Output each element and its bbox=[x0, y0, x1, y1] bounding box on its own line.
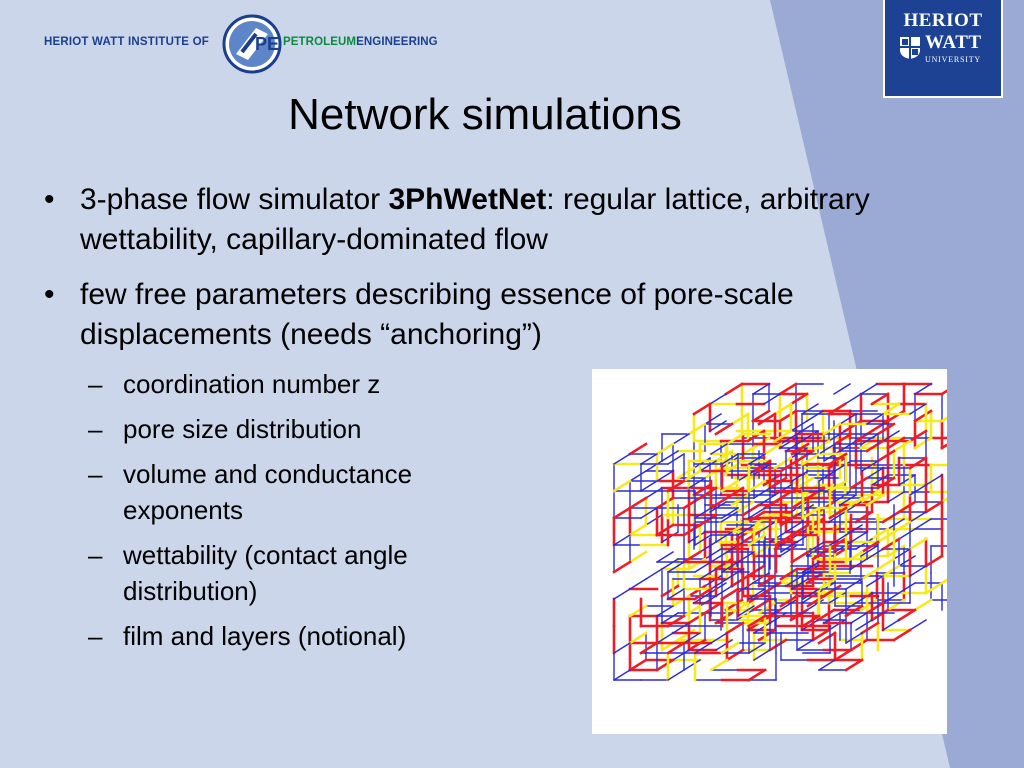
bullet-item: • few free parameters describing essence… bbox=[44, 275, 979, 355]
institute-name-right: PETROLEUMENGINEERING bbox=[283, 36, 438, 48]
institute-logo: HERIOT WATT INSTITUTE OF PE PETROLEUMENG… bbox=[40, 14, 460, 74]
emblem-letters: PE bbox=[255, 34, 279, 54]
university-line2: WATT bbox=[925, 32, 982, 53]
sub-bullet-text: volume and conductance exponents bbox=[123, 459, 413, 525]
university-crest-icon bbox=[900, 37, 920, 59]
sub-bullet-text: pore size distribution bbox=[123, 414, 362, 444]
university-line1: HERIOT bbox=[903, 10, 983, 31]
pore-network-lattice-image bbox=[592, 369, 947, 734]
bullet-text-suffix: : regular lattice, arbitrary wettability… bbox=[80, 183, 870, 256]
sub-bullet-item: –pore size distribution bbox=[88, 414, 362, 444]
bullet-list: • 3-phase flow simulator 3PhWetNet: regu… bbox=[44, 180, 979, 370]
university-line3: UNIVERSITY bbox=[925, 55, 981, 64]
slide-title: Network simulations bbox=[288, 90, 682, 139]
heriot-watt-university-logo: HERIOT WATT UNIVERSITY bbox=[883, 0, 1003, 98]
bullet-text-bold: 3PhWetNet bbox=[388, 183, 547, 216]
sub-bullet-text: wettability (contact angle distribution) bbox=[123, 540, 408, 606]
institute-name-left: HERIOT WATT INSTITUTE OF bbox=[44, 36, 209, 48]
sub-bullet-item: –volume and conductance exponents bbox=[88, 459, 413, 525]
bullet-dot: • bbox=[44, 183, 55, 216]
sub-bullet-item: –coordination number z bbox=[88, 369, 381, 399]
bullet-text-prefix: 3-phase flow simulator bbox=[80, 183, 389, 216]
petroleum-engineering-emblem-icon: PE bbox=[222, 14, 282, 74]
sub-bullet-text: film and layers (notional) bbox=[123, 621, 407, 651]
institute-engineering: ENGINEERING bbox=[356, 36, 438, 48]
sub-bullet-item: –wettability (contact angle distribution… bbox=[88, 540, 408, 606]
bullet-dot: • bbox=[44, 278, 55, 311]
sub-bullet-list: –coordination number z –pore size distri… bbox=[88, 366, 518, 663]
sub-bullet-text: coordination number z bbox=[123, 369, 381, 399]
bullet-item: • 3-phase flow simulator 3PhWetNet: regu… bbox=[44, 180, 979, 260]
bullet-text: few free parameters describing essence o… bbox=[80, 278, 794, 351]
sub-bullet-item: –film and layers (notional) bbox=[88, 621, 407, 651]
institute-petroleum: PETROLEUM bbox=[283, 36, 357, 48]
